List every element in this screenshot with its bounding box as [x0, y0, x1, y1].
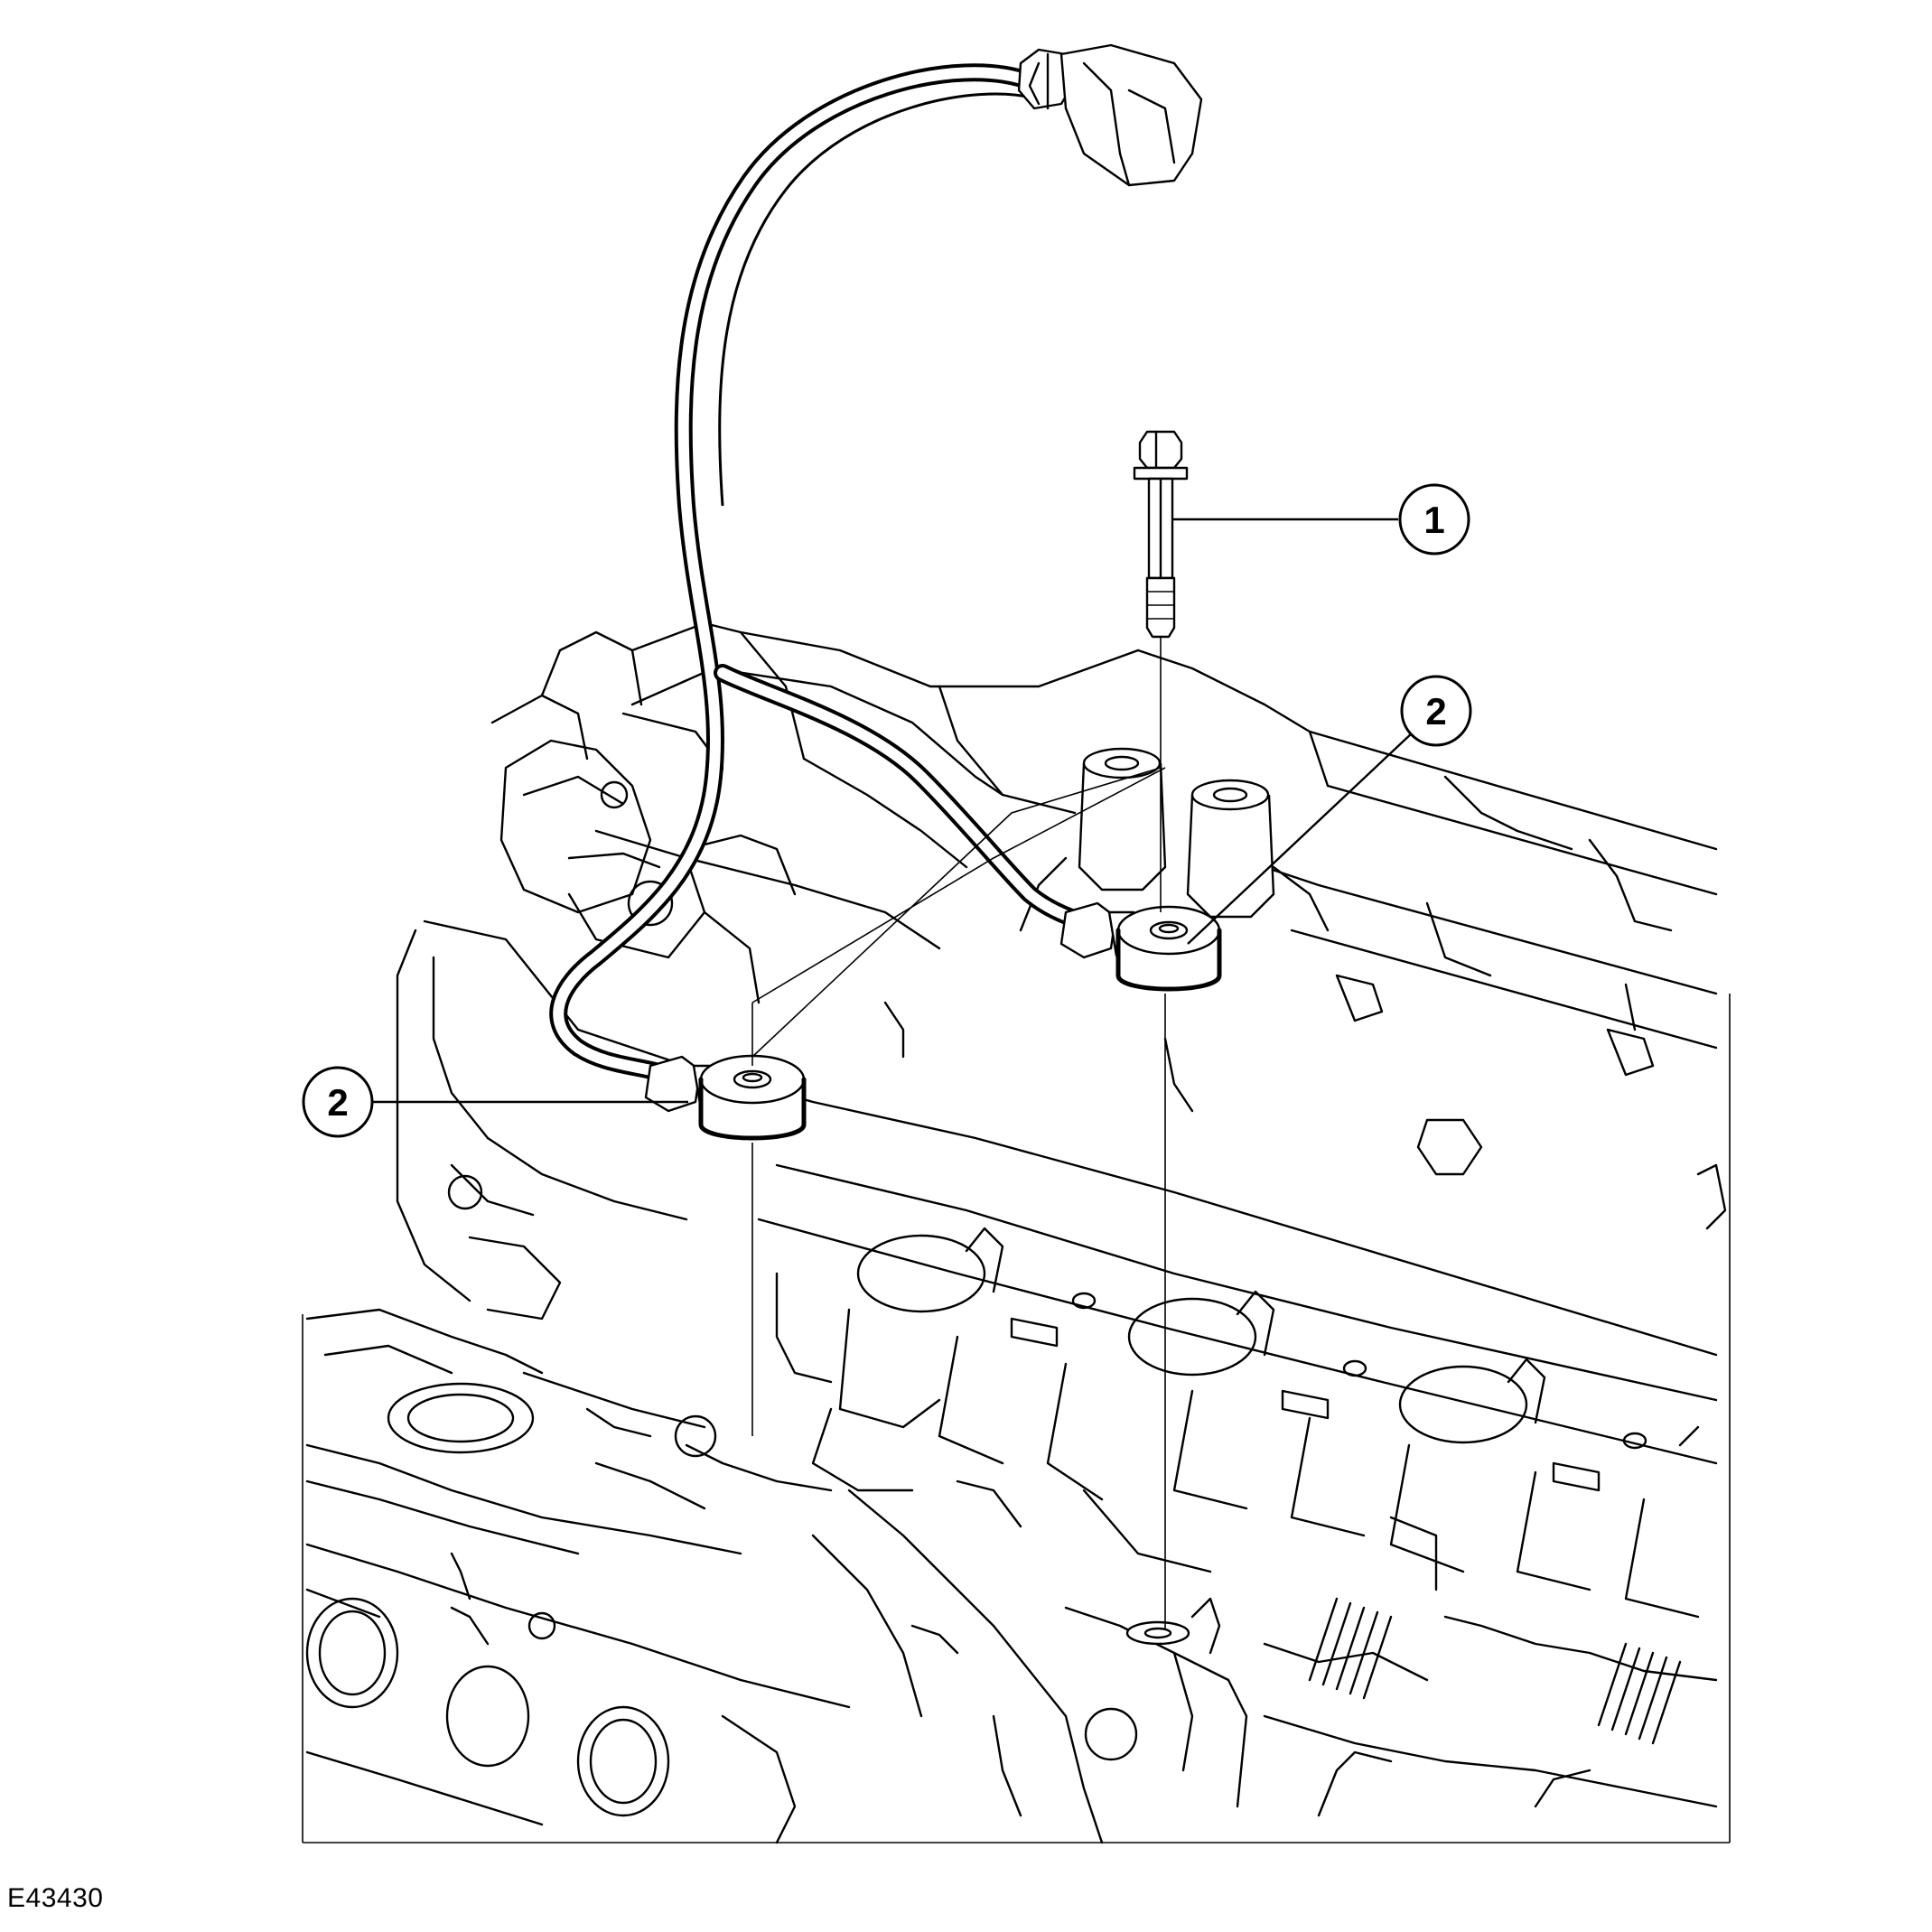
callout-2-right: 2	[1187, 675, 1472, 945]
engine-block	[302, 621, 1731, 1844]
knock-sensor-left	[644, 1054, 807, 1141]
bolt	[1133, 430, 1189, 639]
callout-2-left-label: 2	[327, 1081, 348, 1124]
harness-connector	[1017, 43, 1203, 187]
callout-2-left: 2	[302, 1066, 688, 1138]
callout-1-label: 1	[1423, 499, 1444, 541]
sensor-harness	[549, 63, 1129, 1084]
knock-sensor-right	[1059, 901, 1222, 992]
assembly-guides	[751, 637, 1166, 1630]
callout-1: 1	[1172, 483, 1470, 555]
callout-2-right-label: 2	[1425, 690, 1446, 733]
figure-id: E43430	[7, 1883, 104, 1913]
